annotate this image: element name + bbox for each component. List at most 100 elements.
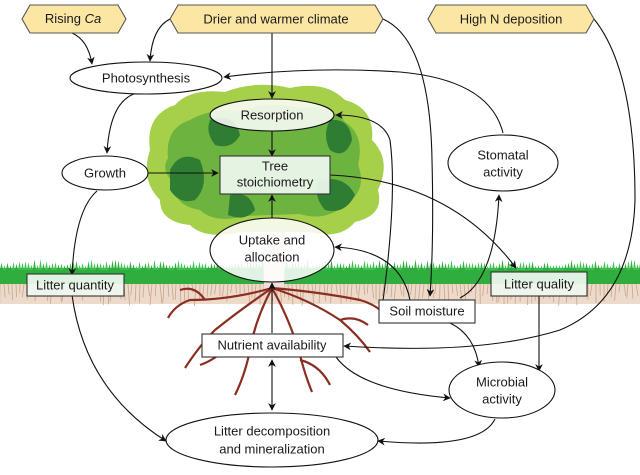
soil-hair [194,283,197,306]
soil-hair [451,283,454,294]
grass-blade [615,265,618,270]
grass-blade [504,264,507,270]
soil-hair [631,283,634,299]
grass-blade [180,262,183,270]
node-label: Soil moisture [389,303,464,318]
grass-blade [135,265,138,270]
soil-hair [210,283,213,296]
grass-blade [357,263,360,270]
edges [68,18,636,446]
grass-blade [333,265,336,270]
grass-blade [177,260,180,270]
grass-blade [123,263,126,270]
soil-hair [167,283,170,297]
soil-hair [287,283,290,301]
grass-band [0,268,640,284]
grass-blade [366,262,369,270]
grass-blade [327,263,330,270]
soil-hair [623,283,627,296]
grass-blade [90,259,93,270]
soil-hair [127,283,130,306]
node-resorption: Resorption [209,98,335,132]
soil-hair [618,283,621,293]
soil-hair [326,283,329,294]
soil-hair [154,283,157,297]
soil-hair [399,283,403,296]
grass-blade [141,265,144,270]
grass-blade [573,263,576,270]
soil-hair [339,283,342,304]
edge-soilmoisture-resorption [335,111,393,323]
grass-blade [153,259,156,270]
grass-blade [33,259,36,270]
grass-blade [612,260,615,270]
driver-climate: Drier and warmer climate [169,4,384,34]
grass-blade [12,261,15,270]
soil-hair [147,283,151,297]
grass-blade [417,263,420,270]
grass-blade [564,263,567,270]
grass-blade [432,261,435,270]
grass-blade [447,262,450,270]
grass-blade [204,262,207,270]
grass-blade [423,265,426,270]
soil-hair [459,283,463,301]
root [339,317,369,326]
grass-blade [105,260,108,270]
grass-blade [474,264,477,270]
grass-blade [396,264,399,270]
edge-climate-soilmoisture [382,18,435,297]
edge-nutrient-microbial [335,356,451,402]
grass-blade [489,262,492,270]
grass-blade [369,263,372,270]
grass-blade [525,263,528,270]
grass-blade [165,264,168,270]
grass-blade [567,262,570,270]
node-label: Litter decomposition [214,423,330,438]
grass-blade [348,262,351,270]
edge-climate-photosynthesis [146,18,171,62]
grass-blade [339,263,342,270]
soil-hair [159,283,163,304]
edge-microbial-decomp [377,418,496,446]
canopy-dark-5 [228,194,255,218]
node-label: and mineralization [219,441,325,456]
grass-blade [603,260,606,270]
grass-blade [63,265,66,270]
grass-blade [54,262,57,270]
grass-blade [363,260,366,270]
grass-blade [528,261,531,270]
grass-blade [132,264,135,270]
grass-blade [66,264,69,270]
soil-hair [371,283,375,299]
grass-blade [588,265,591,270]
grass-blade [381,263,384,270]
grass-blade [336,262,339,270]
edge-ca-photosynthesis [71,32,95,65]
grass-blade [420,262,423,270]
node-litter-quality: Litter quality [490,271,588,297]
driver-hexagon [427,4,595,34]
root [184,287,273,369]
node-label: Growth [84,165,126,180]
node-photosynthesis: Photosynthesis [69,61,223,95]
grass-blade [435,265,438,270]
grass-blade [84,265,87,270]
soil-hair [301,283,305,306]
grass-blade [168,264,171,270]
grass-blade [81,262,84,270]
grass-blade [549,265,552,270]
soil-hair [222,283,225,297]
edge-growth-litterquantity [68,190,98,276]
node-tree-stoichiometry: Tree stoichiometry [219,155,331,195]
grass-blade [636,263,639,270]
grass-blade [354,263,357,270]
grass-blade [93,262,96,270]
grass-blade [15,264,18,270]
grass-blade [486,265,489,270]
soil-hair [130,283,133,296]
node-label: Uptake and [239,232,306,247]
node-label: Tree [262,158,288,173]
canopy-dark-3 [326,119,352,154]
